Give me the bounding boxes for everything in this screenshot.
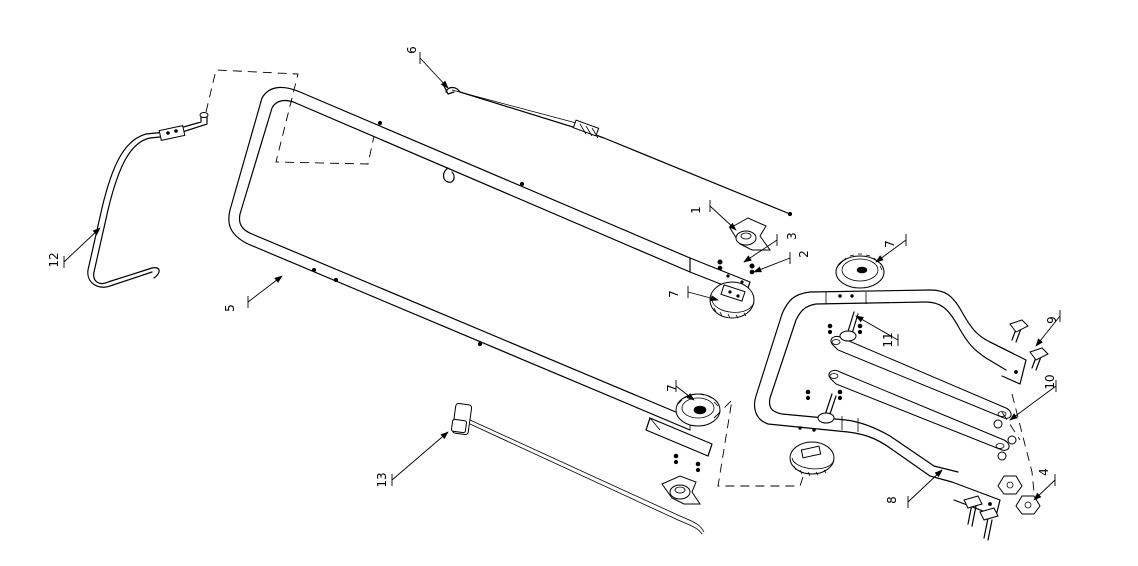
callout-arrowhead bbox=[743, 255, 752, 263]
assembly-guide-dashes-top-left bbox=[205, 69, 375, 165]
part-11-carriage-bolts bbox=[805, 311, 863, 424]
callout-arrowhead bbox=[92, 227, 101, 236]
callout-arrowhead bbox=[274, 275, 283, 283]
callout-leader-line bbox=[907, 469, 943, 503]
assembly-guide-dashes-middle bbox=[713, 398, 807, 487]
callout-number: 5 bbox=[223, 304, 237, 312]
part-5-upper-handle bbox=[228, 86, 751, 457]
callout-number: 7 bbox=[883, 240, 897, 248]
callout-c12: 12 bbox=[47, 227, 101, 268]
part-4-nuts bbox=[993, 419, 1041, 515]
parts-2-3-bolts bbox=[717, 259, 755, 275]
callout-number: 4 bbox=[1037, 468, 1051, 476]
part-12-control-bail bbox=[87, 112, 209, 288]
callout-c2: 2 bbox=[753, 250, 811, 273]
callout-leader-line bbox=[63, 227, 101, 263]
part-6-control-cable bbox=[443, 85, 793, 217]
part-8-lower-handle bbox=[753, 289, 1027, 517]
part-1-star-knob-lower bbox=[661, 453, 701, 505]
callout-arrowhead bbox=[1009, 413, 1018, 421]
callout-c8: 8 bbox=[885, 469, 943, 508]
callout-number: 7 bbox=[665, 384, 679, 392]
callout-arrowhead bbox=[1035, 338, 1043, 347]
callout-c5: 5 bbox=[223, 275, 283, 312]
callout-leader-line bbox=[1009, 385, 1057, 421]
callout-c1: 1 bbox=[689, 200, 737, 231]
callout-arrowhead bbox=[1033, 492, 1042, 501]
callout-arrowhead bbox=[875, 255, 884, 263]
callout-arrowhead bbox=[934, 469, 943, 478]
callout-arrowhead bbox=[855, 315, 864, 323]
callout-c4: 4 bbox=[1033, 468, 1056, 501]
part-7-adjust-knob-d bbox=[789, 441, 835, 477]
assembly-guide-dashes-right bbox=[1001, 393, 1035, 493]
callout-number: 9 bbox=[1045, 316, 1059, 324]
callout-arrowhead bbox=[686, 393, 695, 401]
callout-number: 12 bbox=[47, 252, 61, 267]
callout-number: 6 bbox=[405, 46, 419, 54]
callout-number: 7 bbox=[667, 290, 681, 298]
part-13-lower-cable bbox=[450, 402, 705, 535]
callout-c7b: 7 bbox=[875, 234, 907, 263]
callout-c7a: 7 bbox=[667, 286, 719, 302]
callout-leader-line bbox=[391, 431, 449, 481]
callout-c3: 3 bbox=[743, 232, 799, 263]
part-1-star-knob-upper bbox=[729, 217, 771, 251]
callout-c9: 9 bbox=[1035, 310, 1061, 347]
part-9-bolts bbox=[1009, 319, 1049, 371]
callout-number: 2 bbox=[797, 250, 811, 258]
callout-c10: 10 bbox=[1009, 374, 1057, 421]
callout-number: 8 bbox=[885, 496, 899, 504]
callout-c7c: 7 bbox=[665, 380, 695, 401]
callout-leader-line bbox=[855, 315, 899, 341]
callout-number: 10 bbox=[1043, 374, 1057, 389]
callout-arrowhead bbox=[728, 222, 737, 231]
bottom-mounting-bolts bbox=[963, 495, 999, 541]
callout-number: 3 bbox=[785, 232, 799, 240]
callout-number: 1 bbox=[689, 206, 703, 214]
callout-c6: 6 bbox=[405, 46, 449, 89]
callout-number: 13 bbox=[375, 472, 389, 487]
part-7-adjust-knob-b bbox=[835, 253, 885, 289]
callout-arrowhead bbox=[440, 80, 449, 89]
callout-arrowhead bbox=[710, 295, 719, 302]
part-7-adjust-knob-c bbox=[675, 393, 721, 427]
callout-c11: 11 bbox=[855, 315, 899, 348]
part-7-adjust-knob-a bbox=[709, 281, 755, 319]
callout-number: 11 bbox=[881, 332, 895, 347]
callout-arrowhead bbox=[753, 266, 762, 273]
callout-c13: 13 bbox=[375, 431, 449, 488]
callout-arrowhead bbox=[440, 431, 449, 440]
